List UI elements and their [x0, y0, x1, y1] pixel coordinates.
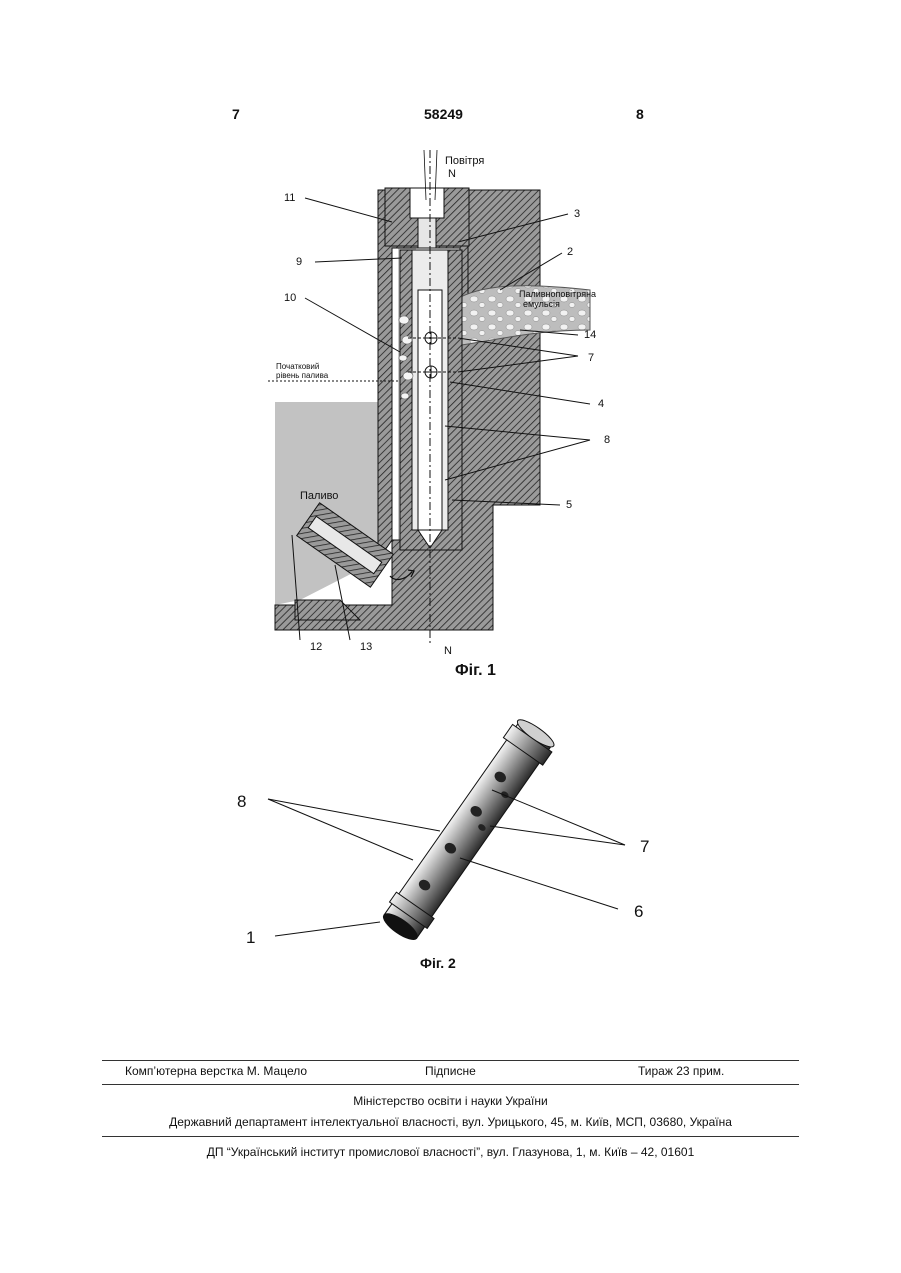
fig2-callout-1: 1	[246, 928, 255, 948]
fig2-callout-7: 7	[640, 837, 649, 857]
footer-rule-bottom	[102, 1136, 799, 1137]
footer-rule-mid	[102, 1084, 799, 1085]
footer-ministry: Міністерство освіти і науки України	[102, 1094, 799, 1108]
footer-signed: Підписне	[425, 1064, 476, 1078]
fig2-callout-8: 8	[237, 792, 246, 812]
footer-rule-top	[102, 1060, 799, 1061]
footer-department: Державний департамент інтелектуальної вл…	[102, 1115, 799, 1129]
footer-layout: Комп’ютерна верстка М. Мацело	[125, 1064, 307, 1078]
fig2-callout-6: 6	[634, 902, 643, 922]
footer-institute: ДП “Український інститут промислової вла…	[102, 1145, 799, 1159]
footer-circulation: Тираж 23 прим.	[638, 1064, 724, 1078]
figure-2-caption: Фіг. 2	[420, 955, 456, 971]
